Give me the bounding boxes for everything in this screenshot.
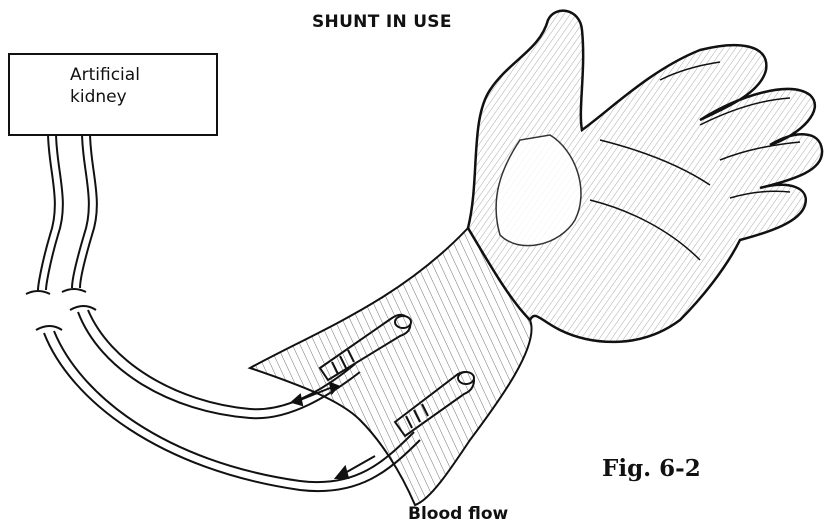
hand — [468, 11, 822, 342]
blood-flow-label: Blood flow — [408, 504, 508, 524]
kidney-label-line1: Artificial — [70, 64, 180, 86]
figure-number-label: Fig. 6-2 — [602, 455, 701, 482]
kidney-tubing — [38, 132, 97, 290]
forearm — [250, 228, 532, 505]
artificial-kidney-label: Artificial kidney — [70, 64, 180, 108]
kidney-label-line2: kidney — [70, 86, 180, 108]
tubing-break-marks — [26, 289, 96, 330]
diagram-title: SHUNT IN USE — [312, 12, 452, 32]
